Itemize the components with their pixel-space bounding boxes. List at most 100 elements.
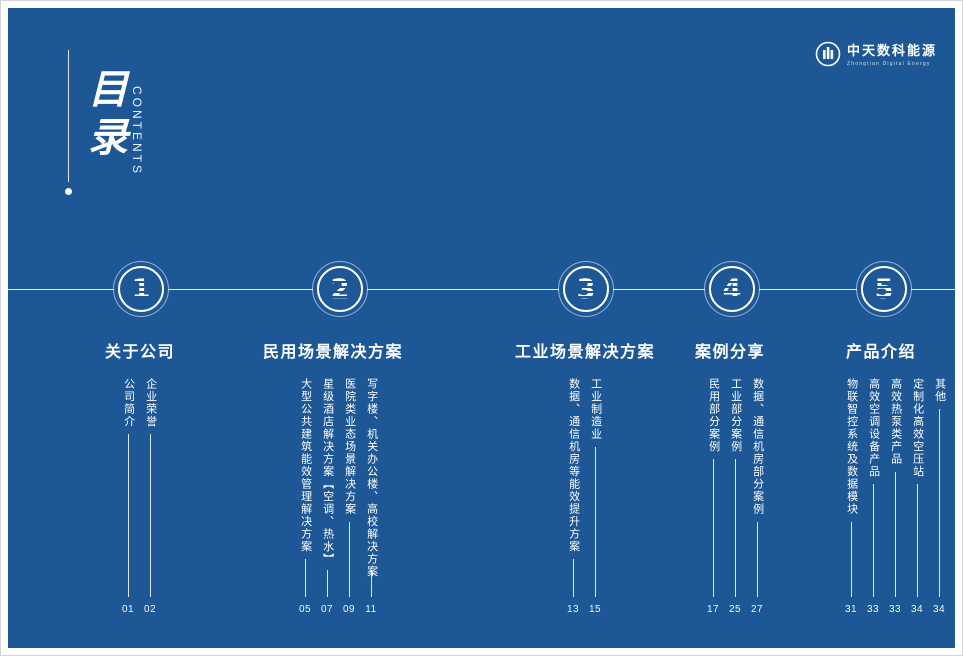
- toc-item: 数据、通信机房等能效提升方案 13: [563, 378, 583, 615]
- section-items: 大型公共建筑能效管理解决方案 05 星级酒店解决方案【空调、热水】 07 医院类业态场景…: [295, 378, 403, 615]
- toc-item-page: 34: [910, 604, 924, 615]
- toc-item-label: 企业荣誉: [144, 378, 157, 428]
- toc-item: 民用部分案例 17: [703, 378, 723, 615]
- section-title: 关于公司: [105, 344, 176, 361]
- toc-item-label: 星级酒店解决方案【空调、热水】: [321, 378, 334, 566]
- toc-item-page: 17: [706, 604, 720, 615]
- section-number-badge-2: 2: [317, 266, 363, 312]
- section-items: 民用部分案例 17 工业部分案例 25 数据、通信机房部分案例 27: [703, 378, 767, 615]
- toc-section-civil-solutions: 民用场景解决方案 大型公共建筑能效管理解决方案 05 星级酒店解决方案【空调、热水】…: [263, 338, 403, 615]
- toc-item-line: [572, 559, 574, 597]
- toc-item-label: 高效热泵类产品: [889, 378, 902, 466]
- toc-item-label: 公司简介: [122, 378, 135, 428]
- toc-item-label: 其他: [933, 378, 946, 403]
- toc-item: 工业部分案例 25: [725, 378, 745, 615]
- toc-item: 企业荣誉 02: [140, 378, 160, 615]
- toc-item-page: 09: [342, 604, 356, 615]
- section-number: 5: [874, 273, 894, 305]
- toc-item-page: 11: [365, 604, 377, 615]
- toc-item-label: 高效空调设备产品: [867, 378, 880, 478]
- toc-item-line: [594, 446, 596, 597]
- section-items: 公司简介 01 企业荣誉 02: [118, 378, 175, 615]
- toc-item-label: 医院类业态场景解决方案: [343, 378, 356, 516]
- toc-item-label: 工业部分案例: [729, 378, 742, 453]
- toc-item-line: [370, 570, 372, 597]
- decorative-line: [68, 50, 69, 182]
- toc-item-page: 02: [143, 604, 157, 615]
- toc-item-line: [850, 521, 852, 597]
- toc-section-cases: 案例分享 民用部分案例 17 工业部分案例 25 数据、通信机房部分案例 27: [695, 338, 767, 615]
- slide: 目录 CONTENTS 中天数科能源 Zhongtian Digital Ene…: [8, 8, 955, 648]
- toc-item: 医院类业态场景解决方案 09: [339, 378, 359, 615]
- toc-item-line: [304, 559, 306, 597]
- logo-text: 中天数科能源 Zhongtian Digital Energy: [847, 40, 937, 67]
- toc-item-label: 物联智控系统及数据模块: [845, 378, 858, 516]
- section-number: 4: [722, 273, 742, 305]
- toc-item-page: 25: [728, 604, 742, 615]
- toc-item: 物联智控系统及数据模块 31: [841, 378, 861, 615]
- section-items: 物联智控系统及数据模块 31 高效空调设备产品 33 高效热泵类产品 33 定制化高效空压站…: [841, 378, 949, 615]
- toc-item-page: 27: [750, 604, 764, 615]
- toc-item-page: 07: [320, 604, 334, 615]
- section-number: 2: [330, 273, 350, 305]
- toc-item: 公司简介 01: [118, 378, 138, 615]
- toc-item-label: 数据、通信机房部分案例: [751, 378, 764, 516]
- toc-item-line: [127, 434, 129, 597]
- toc-item: 星级酒店解决方案【空调、热水】 07: [317, 378, 337, 615]
- toc-item-page: 31: [844, 604, 858, 615]
- toc-item-page: 33: [888, 604, 902, 615]
- toc-item-page: 34: [932, 604, 946, 615]
- toc-item-page: 01: [121, 604, 135, 615]
- toc-item-line: [712, 459, 714, 597]
- toc-item-label: 大型公共建筑能效管理解决方案: [299, 378, 312, 553]
- toc-item-label: 工业制造业: [589, 378, 602, 441]
- toc-section-about: 关于公司 公司简介 01 企业荣誉 02: [105, 338, 175, 615]
- toc-item: 高效热泵类产品 33: [885, 378, 905, 615]
- toc-item-label: 定制化高效空压站: [911, 378, 924, 478]
- toc-item: 工业制造业 15: [585, 378, 605, 615]
- toc-item-page: 05: [298, 604, 312, 615]
- section-title: 民用场景解决方案: [263, 344, 404, 361]
- section-title: 案例分享: [695, 344, 766, 361]
- page-subtitle: CONTENTS: [130, 86, 144, 176]
- toc-item-line: [872, 484, 874, 597]
- toc-section-products: 产品介绍 物联智控系统及数据模块 31 高效空调设备产品 33 高效热泵类产品 33 定制化…: [835, 338, 949, 615]
- section-number-badge-1: 1: [118, 266, 164, 312]
- toc-item: 定制化高效空压站 34: [907, 378, 927, 615]
- toc-item-label: 民用部分案例: [707, 378, 720, 453]
- toc-item-line: [916, 484, 918, 597]
- section-items: 数据、通信机房等能效提升方案 13 工业制造业 15: [563, 378, 655, 615]
- section-number-badge-5: 5: [861, 266, 907, 312]
- toc-item-line: [149, 434, 151, 597]
- toc-item-line: [734, 459, 736, 597]
- section-number: 3: [576, 273, 596, 305]
- toc-item-page: 33: [866, 604, 880, 615]
- toc-item-page: 13: [566, 604, 580, 615]
- toc-item: 其他 34: [929, 378, 949, 615]
- toc-item: 写字楼、机关办公楼、高校解决方案 11: [361, 378, 381, 615]
- toc-item-line: [938, 409, 940, 597]
- page-title: 目录: [81, 68, 128, 164]
- toc-item-page: 15: [588, 604, 602, 615]
- timeline-line: [8, 289, 955, 290]
- toc-item-label: 写字楼、机关办公楼、高校解决方案: [365, 378, 378, 578]
- toc-item-line: [894, 471, 896, 597]
- section-title: 产品介绍: [846, 344, 917, 361]
- section-number-badge-4: 4: [709, 266, 755, 312]
- toc-item-line: [326, 570, 328, 597]
- toc-item: 高效空调设备产品 33: [863, 378, 883, 615]
- logo-subtitle: Zhongtian Digital Energy: [846, 61, 931, 67]
- toc-section-industrial-solutions: 工业场景解决方案 数据、通信机房等能效提升方案 13 工业制造业 15: [515, 338, 655, 615]
- logo: 中天数科能源 Zhongtian Digital Energy: [815, 40, 937, 67]
- logo-name: 中天数科能源: [846, 43, 937, 58]
- section-title: 工业场景解决方案: [515, 344, 656, 361]
- toc-item: 数据、通信机房部分案例 27: [747, 378, 767, 615]
- section-number: 1: [131, 273, 151, 305]
- section-number-badge-3: 3: [563, 266, 609, 312]
- toc-item-label: 数据、通信机房等能效提升方案: [567, 378, 580, 553]
- decorative-dot: [65, 188, 72, 195]
- toc-item: 大型公共建筑能效管理解决方案 05: [295, 378, 315, 615]
- toc-item-line: [348, 521, 350, 597]
- logo-icon: [815, 41, 841, 66]
- toc-item-line: [756, 521, 758, 597]
